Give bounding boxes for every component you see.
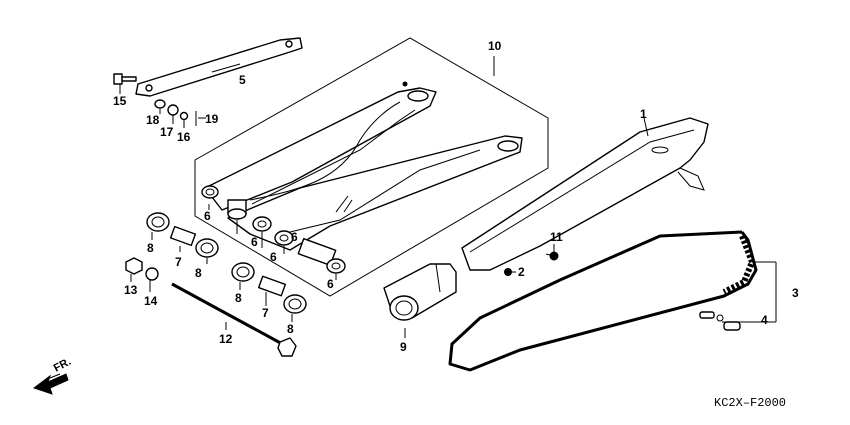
swingarm-assembly-outline bbox=[194, 37, 549, 297]
callout-13: 13 bbox=[124, 283, 138, 297]
callout-9: 9 bbox=[400, 340, 407, 354]
direction-label: FR. bbox=[52, 356, 73, 375]
bearing-8d bbox=[283, 294, 307, 314]
callout-10: 10 bbox=[488, 39, 502, 53]
brace-rod bbox=[135, 37, 303, 97]
bushing-6b bbox=[227, 199, 247, 220]
washer-14 bbox=[145, 267, 159, 281]
callout-11: 11 bbox=[550, 230, 563, 244]
bushing-6a bbox=[201, 185, 219, 199]
bushing-6d bbox=[274, 230, 294, 246]
callout-6c: 6 bbox=[270, 250, 277, 264]
collar-7b bbox=[257, 275, 287, 297]
nut-13 bbox=[125, 257, 143, 275]
pivot-bolt-12 bbox=[171, 282, 297, 357]
bolt-11 bbox=[545, 251, 559, 261]
callout-3: 3 bbox=[792, 286, 799, 300]
callout-6b: 6 bbox=[251, 235, 258, 249]
callout-17: 17 bbox=[160, 125, 174, 139]
front-direction-arrow bbox=[32, 373, 69, 395]
drive-chain bbox=[448, 230, 758, 372]
callout-6e: 6 bbox=[327, 277, 334, 291]
bearing-8c bbox=[231, 262, 255, 282]
callout-8b: 8 bbox=[195, 266, 202, 280]
chain-slider bbox=[383, 263, 457, 321]
washer-17 bbox=[167, 104, 179, 116]
callout-6a: 6 bbox=[204, 209, 211, 223]
callout-14: 14 bbox=[144, 294, 158, 308]
leader-lines bbox=[119, 56, 777, 338]
callout-12: 12 bbox=[219, 332, 233, 346]
washer-18 bbox=[154, 99, 166, 109]
callout-1: 1 bbox=[640, 107, 647, 121]
callout-18: 18 bbox=[146, 113, 160, 127]
chain-case bbox=[461, 117, 709, 271]
callout-2: 2 bbox=[518, 265, 525, 279]
callout-8d: 8 bbox=[287, 322, 294, 336]
bushing-6c bbox=[252, 216, 272, 232]
bolt-15 bbox=[113, 73, 137, 85]
master-link bbox=[699, 311, 741, 331]
callout-16: 16 bbox=[177, 130, 191, 144]
callout-6d: 6 bbox=[291, 230, 298, 244]
callout-7a: 7 bbox=[175, 255, 182, 269]
nut-16 bbox=[179, 111, 189, 121]
callout-4: 4 bbox=[761, 313, 768, 327]
callout-19: 19 bbox=[205, 112, 219, 126]
callout-7b: 7 bbox=[262, 306, 269, 320]
callout-8a: 8 bbox=[147, 241, 154, 255]
bearing-8b bbox=[195, 238, 219, 258]
collar-7a bbox=[169, 225, 197, 247]
callout-8c: 8 bbox=[235, 291, 242, 305]
callout-15: 15 bbox=[113, 94, 127, 108]
diagram-code: KC2X–F2000 bbox=[714, 396, 786, 410]
bushing-6e bbox=[297, 237, 346, 274]
callout-5: 5 bbox=[239, 73, 246, 87]
bearing-8a bbox=[146, 212, 170, 232]
swingarm bbox=[204, 81, 523, 251]
